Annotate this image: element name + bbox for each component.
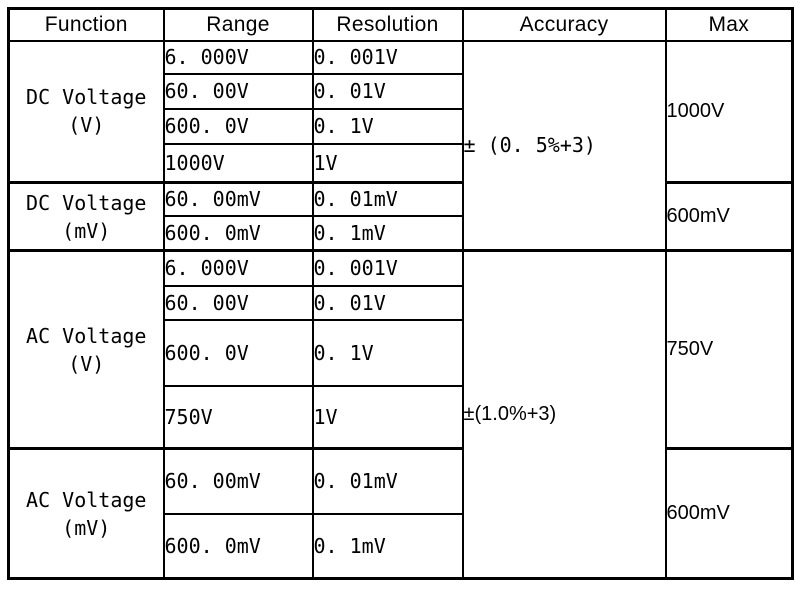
resolution-cell: 0. 1V <box>311 107 464 145</box>
range-cell: 600. 0V <box>162 318 314 387</box>
header-row: Function Range Resolution Accuracy Max <box>7 7 794 42</box>
function-name: DC Voltage <box>26 190 147 215</box>
max-cell-dc-v: 1000V <box>664 39 794 184</box>
table-row: 600. 0V 0. 1V <box>9 318 793 387</box>
range-cell: 600. 0mV <box>162 214 314 252</box>
table-row: 600. 0mV 0. 1mV <box>9 214 793 252</box>
resolution-cell: 0. 1mV <box>311 512 464 580</box>
table-row: DC Voltage (V) 6. 000V 0. 001V ± (0. 5%+… <box>7 39 794 252</box>
table-row: 60. 00V 0. 01V <box>9 284 793 321</box>
function-name: AC Voltage <box>26 323 147 348</box>
max-cell-ac-v: 750V <box>664 249 794 450</box>
range-cell: 600. 0mV <box>162 512 314 580</box>
range-cell: 1000V <box>162 142 314 184</box>
resolution-cell: 0. 01mV <box>311 447 464 515</box>
range-cell: 750V <box>162 384 314 450</box>
col-header-range: Range <box>162 7 314 42</box>
resolution-cell: 0. 01V <box>311 72 464 110</box>
range-cell: 6. 000V <box>162 249 314 287</box>
function-name: DC Voltage <box>26 85 147 110</box>
resolution-cell: 1V <box>311 142 464 184</box>
max-cell-ac-mv: 600mV <box>664 447 794 580</box>
function-unit: (mV) <box>62 218 111 243</box>
range-cell: 60. 00mV <box>162 447 314 515</box>
table-row: 1000V 1V <box>9 142 793 184</box>
resolution-cell: 0. 001V <box>311 39 464 75</box>
resolution-cell: 0. 01V <box>311 284 464 321</box>
range-cell: 60. 00V <box>162 72 314 110</box>
table-row: 750V 1V <box>9 384 793 450</box>
function-unit: (V) <box>68 351 105 376</box>
function-cell-ac-v: AC Voltage (V) <box>7 249 165 450</box>
function-cell-ac-mv: AC Voltage (mV) <box>7 447 165 580</box>
function-cell-dc-mv: DC Voltage (mV) <box>7 181 165 252</box>
col-header-resolution: Resolution <box>311 7 464 42</box>
range-cell: 600. 0V <box>162 107 314 145</box>
col-header-accuracy: Accuracy <box>461 7 667 42</box>
table-row: AC Voltage (V) 6. 000V 0. 001V ±(1.0%+3)… <box>7 249 794 580</box>
resolution-cell: 0. 01mV <box>311 181 464 217</box>
table-row: AC Voltage (mV) 60. 00mV 0. 01mV 600mV <box>7 447 794 580</box>
resolution-cell: 0. 001V <box>311 249 464 287</box>
function-unit: (V) <box>68 113 105 138</box>
max-cell-dc-mv: 600mV <box>664 181 794 252</box>
range-cell: 60. 00V <box>162 284 314 321</box>
multimeter-spec-table: Function Range Resolution Accuracy Max D… <box>7 7 794 580</box>
col-header-function: Function <box>7 7 165 42</box>
resolution-cell: 0. 1mV <box>311 214 464 252</box>
function-cell-dc-v: DC Voltage (V) <box>7 39 165 184</box>
accuracy-cell-ac: ±(1.0%+3) <box>461 249 667 580</box>
range-cell: 6. 000V <box>162 39 314 75</box>
col-header-max: Max <box>664 7 794 42</box>
function-unit: (mV) <box>62 515 111 540</box>
range-cell: 60. 00mV <box>162 181 314 217</box>
resolution-cell: 1V <box>311 384 464 450</box>
function-name: AC Voltage <box>26 487 147 512</box>
table-row: 600. 0V 0. 1V <box>9 107 793 145</box>
table-row: 600. 0mV 0. 1mV <box>9 512 793 580</box>
table-row: 60. 00V 0. 01V <box>9 72 793 110</box>
table-row: DC Voltage (mV) 60. 00mV 0. 01mV 600mV <box>7 181 794 252</box>
accuracy-cell-dc: ± (0. 5%+3) <box>461 39 667 252</box>
resolution-cell: 0. 1V <box>311 318 464 387</box>
